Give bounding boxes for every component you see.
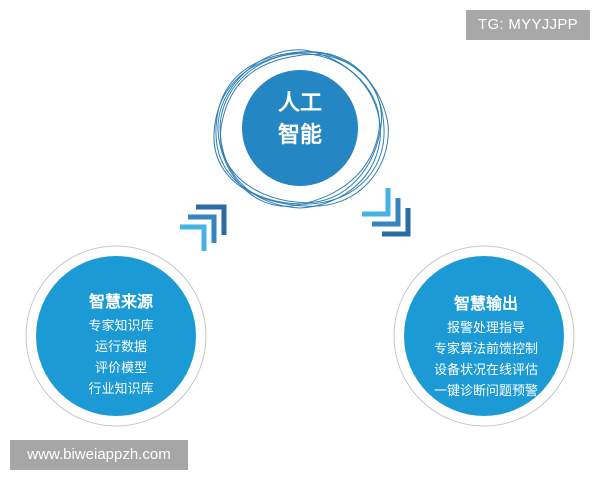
right-node-title: 智慧输出	[453, 294, 518, 313]
right-node-item: 报警处理指导	[446, 321, 525, 336]
watermark-bottom-badge: www.biweiappzh.com	[10, 440, 188, 470]
left-node	[36, 256, 196, 416]
center-wave-rings	[213, 49, 389, 209]
right-node-item: 一键诊断问题预警	[433, 384, 538, 399]
right-node-item: 专家算法前馈控制	[433, 342, 538, 357]
center-label-line1: 人工	[277, 91, 322, 116]
left-node-item: 专家知识库	[88, 319, 154, 334]
watermark-top-badge: TG: MYYJJPP	[466, 10, 590, 40]
right-chevron-arrow	[362, 188, 411, 237]
center-label: 人工 智能	[244, 88, 356, 152]
left-node-item: 运行数据	[94, 340, 147, 355]
left-node-item: 评价模型	[94, 361, 147, 376]
center-label-line2: 智能	[277, 123, 322, 148]
left-node-item: 行业知识库	[88, 382, 154, 397]
center-node	[242, 70, 358, 186]
right-node	[404, 256, 564, 416]
left-node-title: 智慧来源	[88, 292, 153, 311]
right-node-list: 报警处理指导 专家算法前馈控制 设备状况在线评估 一键诊断问题预警	[408, 318, 564, 402]
left-node-list: 专家知识库 运行数据 评价模型 行业知识库	[56, 316, 186, 400]
left-chevron-arrow	[180, 204, 227, 251]
right-node-item: 设备状况在线评估	[433, 363, 538, 378]
